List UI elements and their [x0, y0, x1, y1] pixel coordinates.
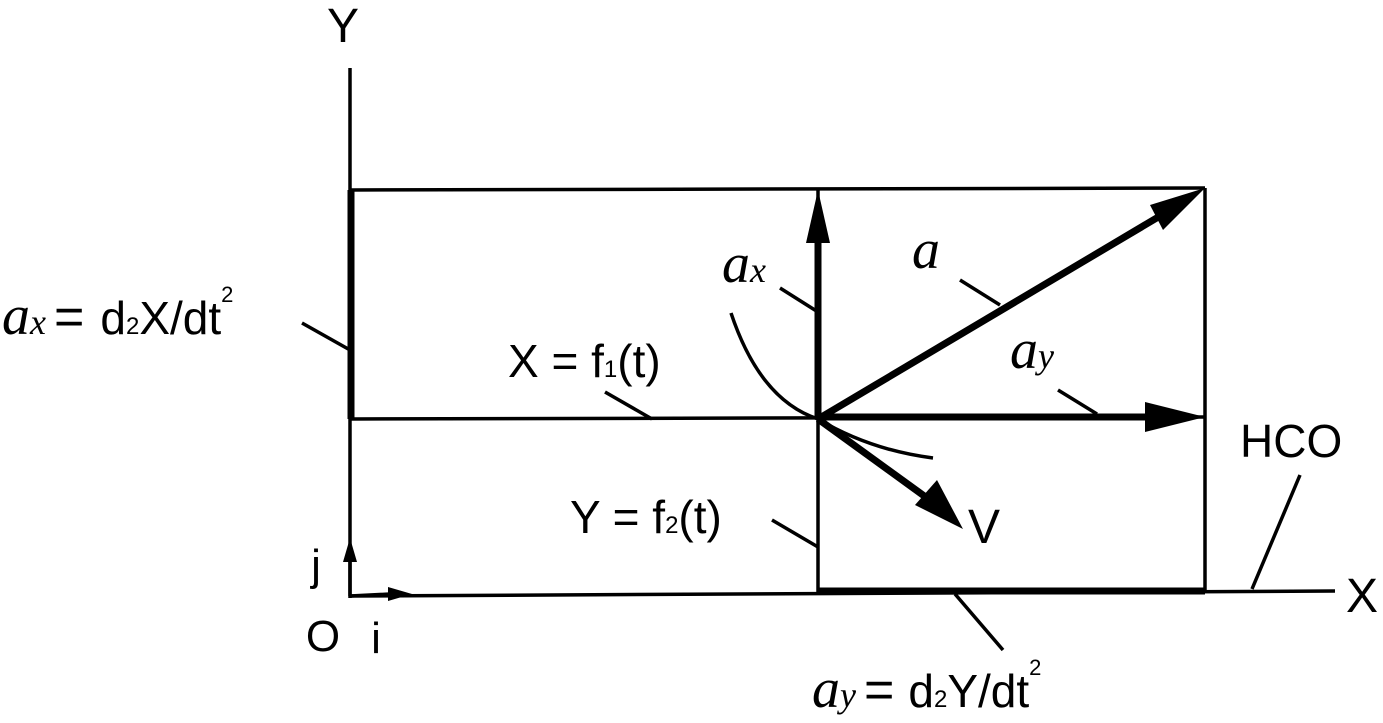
leader-hco	[1250, 474, 1302, 590]
unit-vector-i-arrowhead	[388, 587, 412, 601]
v-vector-label: V	[968, 501, 1000, 554]
leader-x-eq	[604, 390, 653, 421]
trajectory-curve	[729, 312, 934, 460]
hco-label: HCO	[1240, 415, 1342, 467]
unit-j-label: j	[309, 541, 321, 590]
origin-label: O	[306, 612, 340, 661]
leader-ax-left	[301, 321, 351, 352]
ax-equation-left: ax=d2X/dt2	[2, 282, 233, 347]
ax-vector-label: ax	[722, 233, 766, 295]
leader-a-vector	[959, 278, 1001, 307]
leader-ay-vector	[1057, 388, 1098, 416]
v-vector	[815, 416, 930, 501]
x-axis-label: X	[1346, 570, 1378, 623]
a-vector	[816, 212, 1162, 423]
unit-i-label: i	[371, 614, 381, 663]
unit-vector-j-arrowhead	[343, 538, 357, 562]
ay-vector-label: ay	[1010, 319, 1054, 381]
rect-top-edge	[349, 186, 1206, 192]
unit-vector-i	[349, 592, 391, 598]
y-function-label: Y = f2(t)	[570, 491, 722, 543]
x-function-label: X = f1(t)	[508, 335, 661, 387]
v-vector-arrowhead	[915, 480, 963, 529]
leader-ay-bottom	[953, 592, 1005, 652]
ay-equation-bottom: ay=d2Y/dt2	[812, 655, 1041, 720]
ay-vector-arrowhead	[1145, 402, 1205, 432]
a-vector-arrowhead	[1150, 188, 1205, 230]
ax-vector-arrowhead	[806, 190, 830, 243]
y-axis-label: Y	[327, 0, 359, 53]
leader-ax-vector	[779, 286, 819, 314]
leader-y-eq	[771, 518, 819, 549]
a-vector-label: a	[912, 219, 940, 281]
